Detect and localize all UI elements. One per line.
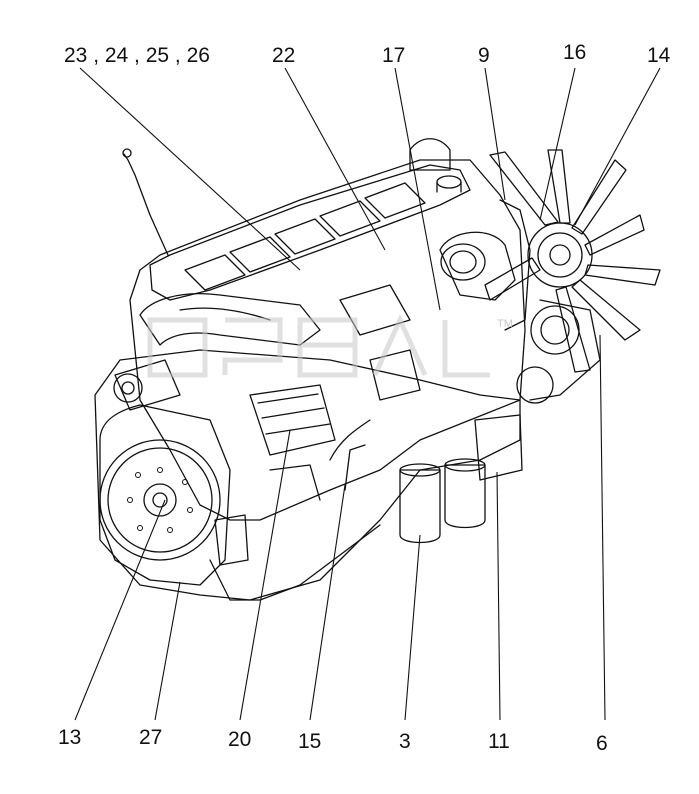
callout-3: 3 [399, 730, 411, 753]
dipstick [123, 153, 169, 256]
callout-23-24-25-26: 23 , 24 , 25 , 26 [64, 44, 210, 67]
callout-22: 22 [272, 44, 296, 67]
control-unit [249, 384, 336, 456]
leader-27 [154, 581, 181, 721]
leader-13 [74, 499, 166, 721]
leader-23-26 [79, 67, 301, 271]
leader-14 [574, 67, 661, 226]
crank-pulley [530, 305, 580, 355]
callout-14: 14 [647, 44, 671, 67]
flywheel [99, 439, 221, 561]
upper-coolant-pipe [409, 138, 451, 171]
leader-15 [309, 484, 346, 721]
leader-20 [239, 429, 291, 721]
callout-16: 16 [563, 41, 587, 64]
fuel-filter-right [444, 464, 486, 529]
watermark-logo [147, 313, 490, 378]
leader-16 [539, 67, 576, 221]
fuel-filter-left [399, 469, 441, 544]
callout-27: 27 [139, 726, 163, 749]
callout-15: 15 [298, 730, 322, 753]
turbo-pipe [439, 231, 516, 301]
leader-6 [599, 334, 606, 721]
leader-3 [404, 534, 421, 721]
leader-9 [484, 67, 506, 201]
callout-11: 11 [488, 730, 510, 753]
callout-9: 9 [478, 44, 490, 67]
fan-blades [484, 149, 661, 373]
intake-pipe [139, 293, 321, 346]
watermark-tm: ТМ [497, 318, 513, 330]
leader-22 [284, 67, 386, 251]
callout-6: 6 [596, 732, 608, 755]
oil-filler-cap [436, 175, 462, 189]
callout-17: 17 [382, 44, 406, 67]
callout-20: 20 [228, 728, 252, 751]
rocker-cover [149, 164, 471, 301]
filter-head [474, 414, 523, 481]
oil-sump [94, 349, 521, 601]
leader-11 [496, 471, 501, 721]
engine-block [129, 159, 526, 521]
callout-13: 13 [58, 726, 82, 749]
leader-17 [394, 67, 441, 311]
flywheel-housing [99, 404, 231, 586]
